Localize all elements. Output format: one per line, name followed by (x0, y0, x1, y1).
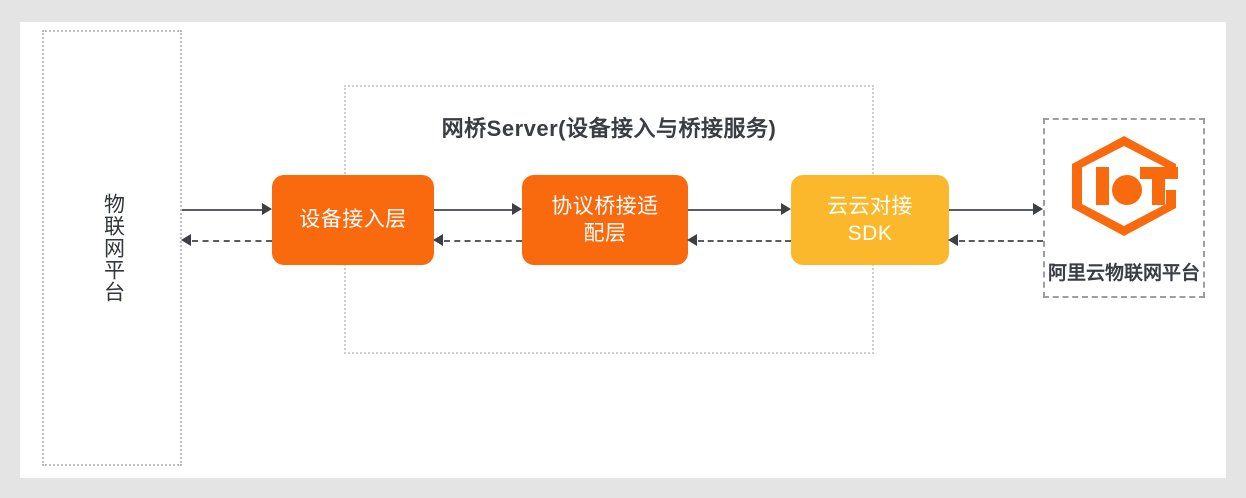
connector-sdk-to-adapter-line (698, 240, 791, 242)
connector-access-to-platform-arrow (181, 234, 191, 246)
node-device-access-layer[interactable]: 设备接入层 (272, 175, 434, 265)
node-cloud-to-cloud-sdk[interactable]: 云云对接 SDK (791, 175, 949, 265)
iot-logo (1068, 134, 1180, 238)
aliyun-iot-platform-label: 阿里云物联网平台 (1047, 263, 1200, 285)
connector-aliyun-to-sdk-line (959, 240, 1043, 242)
node-protocol-bridge-adapter-layer-label: 协议桥接适配层 (551, 194, 659, 245)
bridge-server-title: 网桥Server(设备接入与桥接服务) (441, 116, 777, 141)
left-iot-platform-label: 物联网平台 (101, 193, 125, 303)
connector-adapter-to-access-arrow (433, 234, 443, 246)
connector-adapter-to-sdk-line (688, 209, 783, 211)
aliyun-iot-platform-box: 阿里云物联网平台 (1043, 118, 1205, 298)
connector-platform-to-access-line (182, 209, 264, 211)
connector-access-to-adapter-line (434, 209, 514, 211)
connector-adapter-to-access-line (444, 240, 522, 242)
connector-sdk-to-aliyun-arrow (1033, 203, 1043, 215)
node-device-access-layer-label: 设备接入层 (299, 208, 407, 232)
connector-sdk-to-adapter-arrow (687, 234, 697, 246)
diagram-canvas: 物联网平台 网桥Server(设备接入与桥接服务) (20, 22, 1226, 478)
node-protocol-bridge-adapter-layer[interactable]: 协议桥接适配层 (522, 175, 688, 265)
connector-platform-to-access-arrow (262, 203, 272, 215)
connector-sdk-to-aliyun-line (949, 209, 1035, 211)
connector-access-to-adapter-arrow (512, 203, 522, 215)
left-iot-platform-box: 物联网平台 (42, 30, 182, 466)
connector-adapter-to-sdk-arrow (781, 203, 791, 215)
connector-aliyun-to-sdk-arrow (948, 234, 958, 246)
node-cloud-to-cloud-sdk-label: 云云对接 SDK (827, 194, 913, 245)
connector-access-to-platform-line (192, 240, 272, 242)
